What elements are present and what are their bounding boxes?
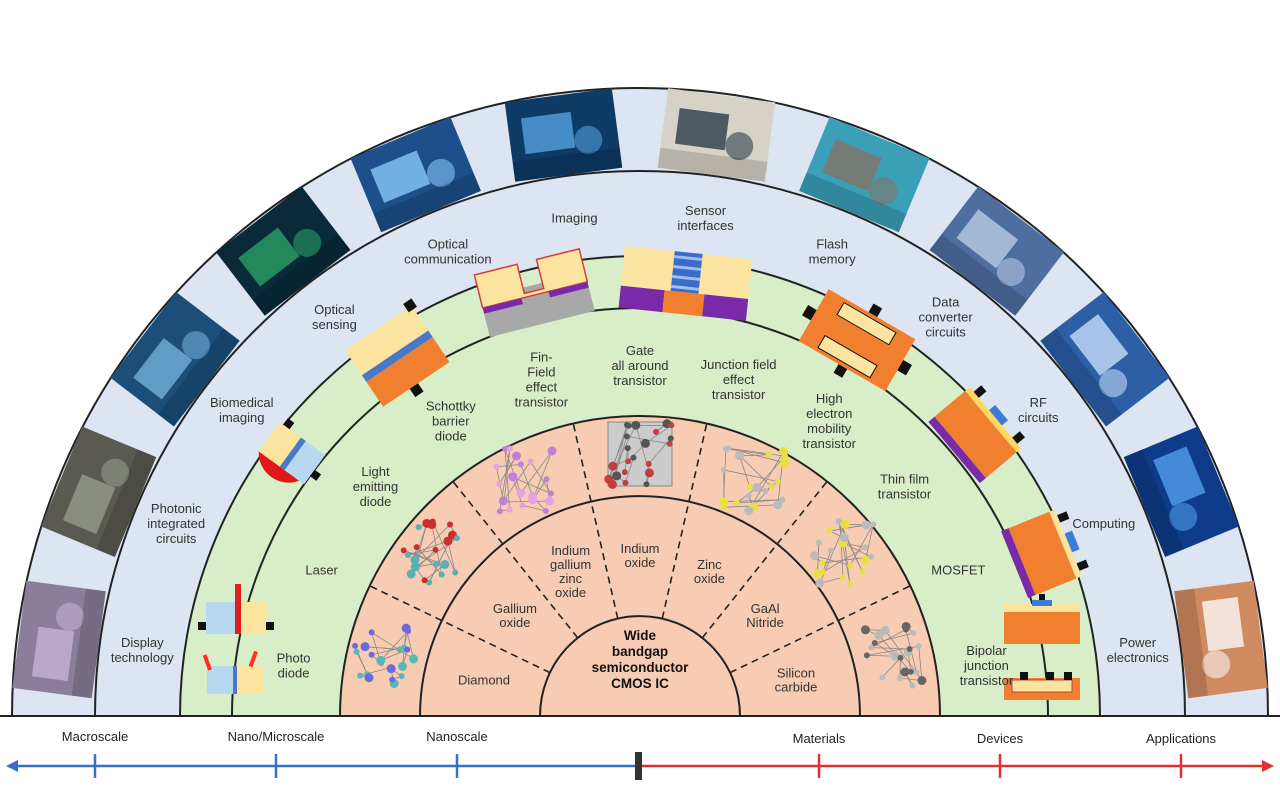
application-label: Computing [1072,516,1135,531]
photo-thumbnail [12,581,105,699]
material-label: Diamond [458,672,510,687]
arrow-right-icon [1262,760,1274,772]
device-label: Laser [305,563,338,578]
scale-label: Nanoscale [426,729,487,744]
scale-axis: Macroscale Nano/Microscale Nanoscale Materi… [6,729,1274,780]
arrow-left-icon [6,760,18,772]
scale-label: Materials [793,731,846,746]
photo-thumbnail [505,88,623,181]
application-label: Imaging [551,210,597,225]
device-label: MOSFET [931,563,985,578]
scale-label: Applications [1146,731,1217,746]
scale-axis-center-tick [635,752,642,780]
scale-label: Nano/Microscale [228,729,325,744]
scale-label: Macroscale [62,729,128,744]
scale-label: Devices [977,731,1024,746]
photo-thumbnail [1174,581,1267,699]
crystal-lattice-icon [604,419,674,489]
photo-thumbnail [658,88,776,181]
